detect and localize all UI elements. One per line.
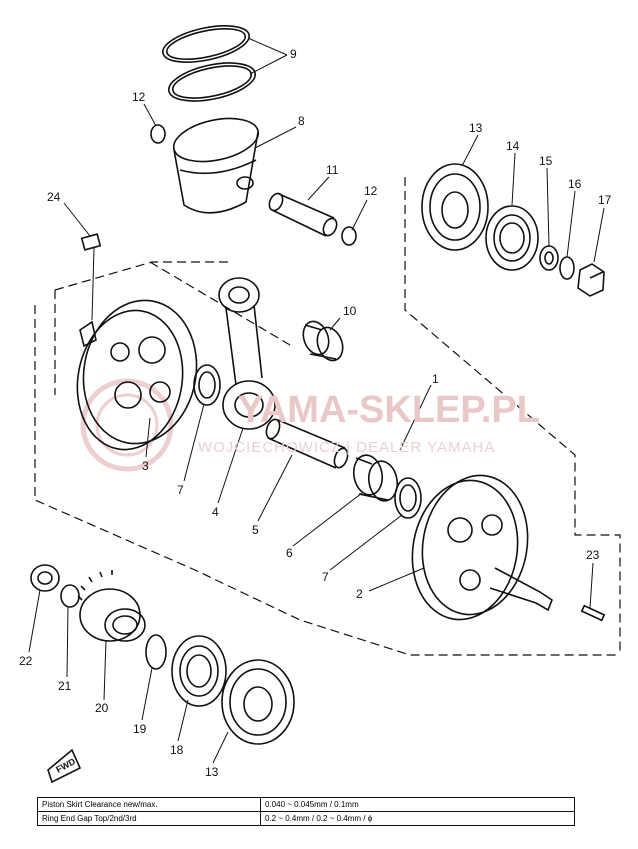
callout-24: 24: [47, 190, 61, 204]
callout-2: 2: [356, 587, 363, 601]
callout-16: 16: [568, 177, 582, 191]
callout-22: 22: [19, 654, 33, 668]
callout-8: 8: [298, 114, 305, 128]
callout-6: 6: [286, 546, 293, 560]
spec-value: 0.2 ~ 0.4mm / 0.2 ~ 0.4mm / ϕ: [260, 811, 575, 826]
piston: [172, 117, 260, 214]
piston-pin-clip-right: [341, 226, 357, 246]
thrust-washer-right: [394, 477, 422, 519]
callout-4: 4: [212, 505, 219, 519]
bearing-right: [421, 163, 489, 251]
o-ring-19: [145, 634, 167, 670]
spec-label: Ring End Gap Top/2nd/3rd: [37, 811, 261, 826]
callout-12-left: 12: [132, 90, 146, 104]
washer-16: [559, 256, 575, 280]
nut-17: [577, 263, 605, 297]
nut-22: [30, 564, 60, 592]
small-end-bearing: [302, 320, 344, 362]
crank-pin-23: [580, 604, 606, 622]
callout-23: 23: [586, 548, 600, 562]
spec-label: Piston Skirt Clearance new/max.: [37, 797, 261, 812]
callout-15: 15: [539, 154, 553, 168]
spec-table: Piston Skirt Clearance new/max. 0.040 ~ …: [37, 797, 575, 826]
assembly-outline: [34, 177, 621, 656]
oil-seal-18: [171, 635, 227, 707]
oil-seal-right: [485, 205, 539, 271]
callout-13-right: 13: [469, 121, 483, 135]
washer-21: [60, 584, 80, 608]
callout-5: 5: [252, 523, 259, 537]
thrust-washer-left: [193, 364, 221, 406]
callout-7-left: 7: [177, 483, 184, 497]
fwd-arrow-icon: [47, 748, 82, 784]
table-row: Ring End Gap Top/2nd/3rd 0.2 ~ 0.4mm / 0…: [37, 811, 575, 826]
primary-gear-20: [77, 570, 146, 642]
callout-20: 20: [95, 701, 109, 715]
watermark-subtext: WOJCIECHOWICZ | DEALER YAMAHA: [198, 439, 495, 456]
crank-wheel-left: [76, 299, 198, 451]
connecting-rod: [218, 277, 276, 430]
watermark-logo: [80, 378, 174, 472]
big-end-bearing: [352, 454, 399, 502]
callout-21: 21: [58, 679, 72, 693]
spacer-15: [539, 245, 559, 271]
callout-13-left: 13: [205, 765, 219, 779]
woodruff-key: [80, 233, 102, 251]
fwd-label: FWD: [54, 756, 77, 775]
callout-9: 9: [290, 47, 297, 61]
piston-rings: [162, 25, 256, 102]
piston-pin-clip-left: [150, 124, 166, 144]
callout-10: 10: [343, 304, 357, 318]
callout-18: 18: [170, 743, 184, 757]
crank-pin: [265, 418, 349, 469]
callout-numbers: 9 12 8 11 12 24 10 13 14 15 16 17 1 3 7 …: [19, 47, 612, 779]
callout-11: 11: [326, 163, 339, 177]
crank-wheel-right: [411, 474, 553, 621]
callout-19: 19: [133, 722, 147, 736]
callout-3: 3: [142, 459, 149, 473]
bearing-left: [221, 659, 295, 745]
leader-lines: [28, 37, 605, 764]
callout-12-right: 12: [364, 184, 378, 198]
piston-pin: [268, 192, 338, 237]
callout-17: 17: [598, 193, 612, 207]
callout-1: 1: [432, 372, 439, 386]
spec-value: 0.040 ~ 0.045mm / 0.1mm: [260, 797, 575, 812]
callout-7-right: 7: [322, 570, 329, 584]
callout-14: 14: [506, 139, 520, 153]
watermark-text: YAMA-SKLEP.PL: [238, 389, 540, 431]
table-row: Piston Skirt Clearance new/max. 0.040 ~ …: [37, 797, 575, 812]
